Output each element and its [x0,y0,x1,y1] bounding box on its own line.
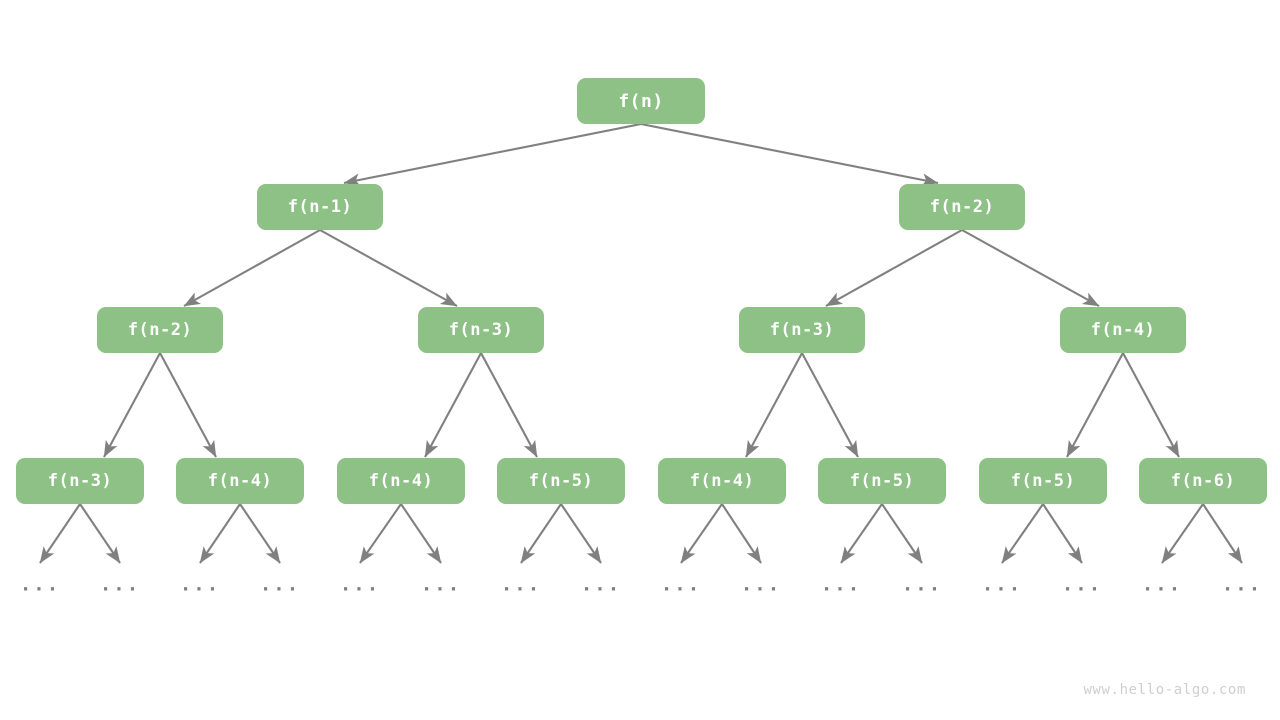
edge-n0-to-n1 [343,122,642,187]
edge-n10-to-e6 [520,503,562,564]
ellipsis-e11: ... [901,573,943,596]
edge-n7-to-e1 [79,503,121,564]
ellipsis-e3: ... [259,573,301,596]
edge-n4-to-n9 [424,352,482,458]
tree-node-n6: f(n-4) [1060,307,1186,353]
tree-node-n14: f(n-6) [1139,458,1267,504]
tree-node-n12: f(n-5) [818,458,946,504]
edge-n9-to-e4 [359,503,402,564]
edge-n12-to-e10 [840,503,883,564]
edge-n11-to-e9 [721,503,762,564]
ellipsis-e2: ... [179,573,221,596]
edge-n6-to-n13 [1066,352,1124,458]
ellipsis-e13: ... [1061,573,1103,596]
ellipsis-e9: ... [740,573,782,596]
ellipsis-e14: ... [1141,573,1183,596]
edge-n4-to-n10 [480,352,538,458]
ellipsis-e0: ... [19,573,61,596]
edge-n3-to-n7 [103,352,161,458]
tree-node-n5: f(n-3) [739,307,865,353]
ellipsis-e5: ... [420,573,462,596]
tree-node-n0: f(n) [577,78,705,124]
edge-n1-to-n3 [183,229,321,307]
edge-n9-to-e5 [400,503,442,564]
edge-n14-to-e15 [1202,503,1243,564]
ellipsis-e1: ... [99,573,141,596]
edge-n2-to-n5 [825,229,963,307]
tree-node-n1: f(n-1) [257,184,383,230]
tree-node-n13: f(n-5) [979,458,1107,504]
watermark: www.hello-algo.com [1083,682,1246,698]
edge-n8-to-e3 [239,503,281,564]
tree-node-n3: f(n-2) [97,307,223,353]
tree-node-n2: f(n-2) [899,184,1025,230]
ellipsis-e6: ... [500,573,542,596]
edge-n13-to-e12 [1001,503,1044,564]
tree-node-n4: f(n-3) [418,307,544,353]
edge-n13-to-e13 [1042,503,1083,564]
ellipsis-e4: ... [339,573,381,596]
edge-n8-to-e2 [199,503,241,564]
ellipsis-e12: ... [981,573,1023,596]
ellipsis-e8: ... [660,573,702,596]
edge-n10-to-e7 [560,503,602,564]
edge-n7-to-e0 [39,503,81,564]
tree-node-n9: f(n-4) [337,458,465,504]
tree-node-n8: f(n-4) [176,458,304,504]
edge-n5-to-n11 [745,352,803,458]
edge-n11-to-e8 [680,503,723,564]
tree-node-n7: f(n-3) [16,458,144,504]
tree-node-n11: f(n-4) [658,458,786,504]
edge-n12-to-e11 [881,503,923,564]
edge-n3-to-n8 [159,352,217,458]
edge-n2-to-n6 [961,229,1100,307]
ellipsis-e7: ... [580,573,622,596]
edge-n1-to-n4 [319,229,458,307]
ellipsis-e15: ... [1221,573,1263,596]
edge-n0-to-n2 [640,122,939,187]
tree-node-n10: f(n-5) [497,458,625,504]
edge-n14-to-e14 [1161,503,1204,564]
edge-n6-to-n14 [1122,352,1180,458]
edge-n5-to-n12 [801,352,859,458]
ellipsis-e10: ... [820,573,862,596]
